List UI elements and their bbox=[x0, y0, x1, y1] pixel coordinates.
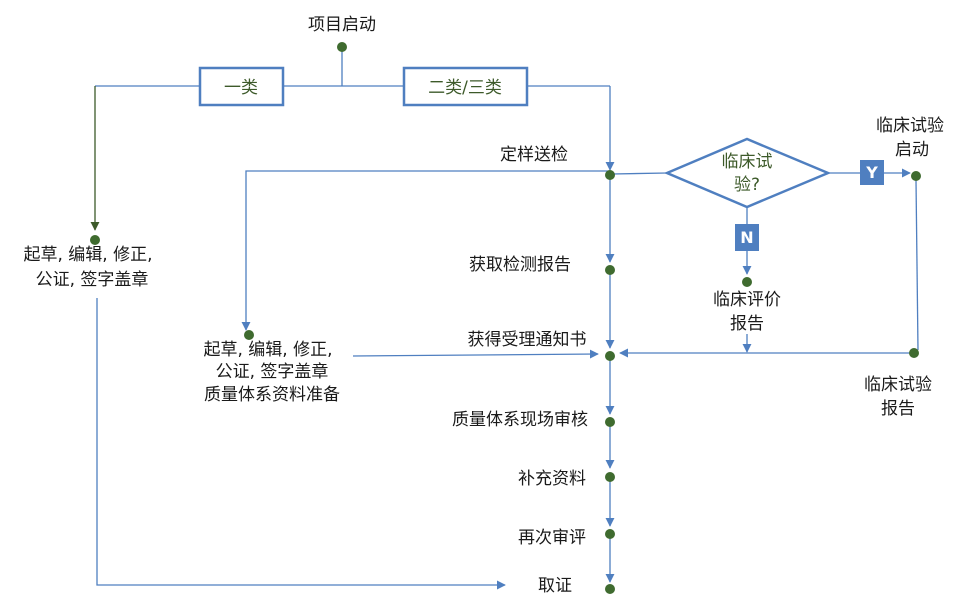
label-clinical-eval-line1: 临床评价 bbox=[713, 290, 781, 310]
label-mid-branch-line2: 公证, 签字盖章 bbox=[216, 362, 329, 382]
label-clinical-eval-line2: 报告 bbox=[730, 314, 764, 334]
node-left-branch bbox=[90, 235, 100, 245]
label-acceptance-notice: 获得受理通知书 bbox=[468, 330, 587, 350]
class1-to-certificate-arrow bbox=[96, 298, 506, 590]
label-clinical-report-line1: 临床试验 bbox=[864, 375, 932, 395]
label-decision-line1: 临床试 bbox=[722, 152, 773, 172]
node-clinical-start bbox=[911, 171, 921, 181]
label-no: N bbox=[740, 228, 753, 247]
mid-branch-to-notice-arrow bbox=[352, 349, 599, 359]
label-class23: 二类/三类 bbox=[428, 78, 502, 98]
label-clinical-report-line2: 报告 bbox=[881, 399, 915, 419]
clinical-start-down-line bbox=[915, 179, 919, 351]
label-decision-line2: 验? bbox=[734, 175, 760, 195]
label-left-branch-line1: 起草, 编辑, 修正, bbox=[23, 245, 152, 265]
node-sample bbox=[605, 170, 615, 180]
sample-to-decision-line bbox=[611, 172, 668, 175]
label-certificate: 取证 bbox=[538, 576, 572, 596]
label-test-report: 获取检测报告 bbox=[469, 255, 571, 275]
label-clinical-start-line2: 启动 bbox=[895, 140, 929, 160]
label-yes: Y bbox=[865, 163, 878, 182]
label-left-branch-line2: 公证, 签字盖章 bbox=[36, 270, 149, 290]
node-clinical-report bbox=[909, 348, 919, 358]
label-mid-branch-line1: 起草, 编辑, 修正, bbox=[203, 340, 332, 360]
node-supplement bbox=[605, 472, 615, 482]
node-qms-audit bbox=[605, 417, 615, 427]
label-mid-branch-line3: 质量体系资料准备 bbox=[204, 385, 340, 405]
node-test-report bbox=[605, 265, 615, 275]
label-start: 项目启动 bbox=[308, 15, 376, 35]
node-mid-branch bbox=[244, 330, 254, 340]
node-certificate bbox=[605, 584, 615, 594]
label-supplement: 补充资料 bbox=[518, 469, 586, 489]
node-acceptance bbox=[605, 351, 615, 361]
label-sample-submit: 定样送检 bbox=[500, 145, 568, 165]
class1-box bbox=[198, 66, 285, 107]
class23-box bbox=[402, 66, 529, 107]
no-tag bbox=[735, 224, 759, 251]
label-class1: 一类 bbox=[224, 78, 258, 98]
node-clinical-eval bbox=[742, 277, 752, 287]
node-start bbox=[337, 42, 347, 52]
label-re-review: 再次审评 bbox=[518, 528, 586, 548]
node-re-review bbox=[605, 529, 615, 539]
label-qms-audit: 质量体系现场审核 bbox=[452, 410, 588, 430]
label-clinical-start-line1: 临床试验 bbox=[876, 116, 944, 136]
sample-to-mid-branch-arrow bbox=[241, 170, 610, 331]
yes-tag bbox=[860, 160, 884, 185]
clinical-decision-diamond bbox=[663, 137, 832, 209]
